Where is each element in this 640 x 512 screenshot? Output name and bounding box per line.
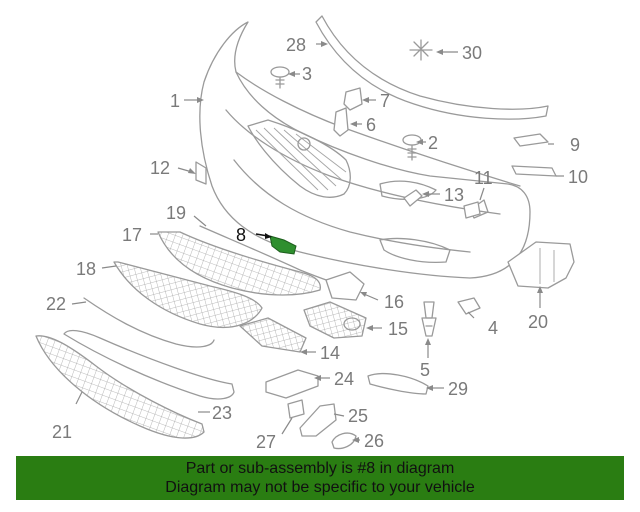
bracket-6-part bbox=[333, 107, 349, 137]
part-info-banner: Part or sub-assembly is #8 in diagram Di… bbox=[16, 456, 624, 500]
clip-30-part bbox=[409, 39, 433, 61]
screw-2-part bbox=[402, 134, 422, 161]
lower-strip-23-part bbox=[63, 329, 235, 400]
bracket-8-highlighted-part[interactable] bbox=[269, 235, 297, 255]
callout-16[interactable]: 16 bbox=[384, 292, 404, 312]
bracket-24-part bbox=[265, 369, 319, 399]
callout-28[interactable]: 28 bbox=[286, 35, 306, 55]
callout-27[interactable]: 27 bbox=[256, 432, 276, 452]
parts-diagram: 1 2 3 4 5 6 7 8 9 10 11 12 13 14 15 16 1… bbox=[35, 15, 588, 452]
callout-7[interactable]: 7 bbox=[380, 91, 390, 111]
leader-lines bbox=[71, 41, 564, 443]
callout-21[interactable]: 21 bbox=[52, 422, 72, 442]
fog-grille-15-part bbox=[303, 301, 367, 339]
clip-5-part bbox=[421, 301, 437, 337]
cap-26-part bbox=[331, 432, 357, 450]
callout-9[interactable]: 9 bbox=[570, 135, 580, 155]
center-grille-17-part bbox=[157, 231, 322, 296]
molding-22-part bbox=[83, 297, 215, 348]
callout-14[interactable]: 14 bbox=[320, 343, 340, 363]
callout-13[interactable]: 13 bbox=[444, 185, 464, 205]
callout-29[interactable]: 29 bbox=[448, 379, 468, 399]
callout-26[interactable]: 26 bbox=[364, 431, 384, 451]
bracket-14-part bbox=[239, 317, 307, 353]
upper-trim-strip-part bbox=[315, 15, 549, 120]
trim-9-part bbox=[513, 133, 549, 147]
callout-4[interactable]: 4 bbox=[488, 318, 498, 338]
energy-absorber-21-part bbox=[35, 335, 205, 439]
callout-11[interactable]: 11 bbox=[474, 168, 493, 188]
cover-12-part bbox=[195, 161, 207, 185]
callout-18[interactable]: 18 bbox=[76, 259, 96, 279]
callout-6[interactable]: 6 bbox=[366, 115, 376, 135]
callout-19[interactable]: 19 bbox=[166, 203, 186, 223]
callout-20[interactable]: 20 bbox=[528, 312, 548, 332]
cover-11-part bbox=[463, 201, 481, 219]
bracket-27-part bbox=[287, 399, 305, 419]
bracket-7-part bbox=[343, 87, 363, 111]
callout-17[interactable]: 17 bbox=[122, 225, 142, 245]
callout-15[interactable]: 15 bbox=[388, 319, 408, 339]
lower-grille-18-part bbox=[113, 261, 263, 329]
callout-8[interactable]: 8 bbox=[236, 225, 246, 245]
callout-24[interactable]: 24 bbox=[334, 369, 354, 389]
callout-10[interactable]: 10 bbox=[568, 167, 588, 187]
callout-22[interactable]: 22 bbox=[46, 294, 66, 314]
callout-25[interactable]: 25 bbox=[348, 406, 368, 426]
screw-3-part bbox=[270, 66, 290, 89]
callout-30[interactable]: 30 bbox=[462, 43, 482, 63]
callout-1[interactable]: 1 bbox=[170, 91, 180, 111]
bumper-cover-part bbox=[199, 21, 531, 279]
callout-2[interactable]: 2 bbox=[428, 133, 438, 153]
callout-23[interactable]: 23 bbox=[212, 403, 232, 423]
cover-16-part bbox=[325, 271, 365, 301]
callout-3[interactable]: 3 bbox=[302, 64, 312, 84]
clip-4-part bbox=[457, 297, 481, 315]
callout-5[interactable]: 5 bbox=[420, 360, 430, 380]
banner-line-part-number: Part or sub-assembly is #8 in diagram bbox=[185, 460, 455, 477]
trim-10-part bbox=[511, 165, 557, 177]
cover-13-part bbox=[403, 189, 423, 207]
callout-labels: 1 2 3 4 5 6 7 8 9 10 11 12 13 14 15 16 1… bbox=[46, 35, 588, 452]
air-duct-20-part bbox=[507, 241, 575, 289]
banner-line-disclaimer: Diagram may not be specific to your vehi… bbox=[165, 479, 475, 496]
seal-29-part bbox=[367, 373, 429, 395]
callout-12[interactable]: 12 bbox=[150, 158, 170, 178]
bracket-25-part bbox=[299, 403, 337, 437]
